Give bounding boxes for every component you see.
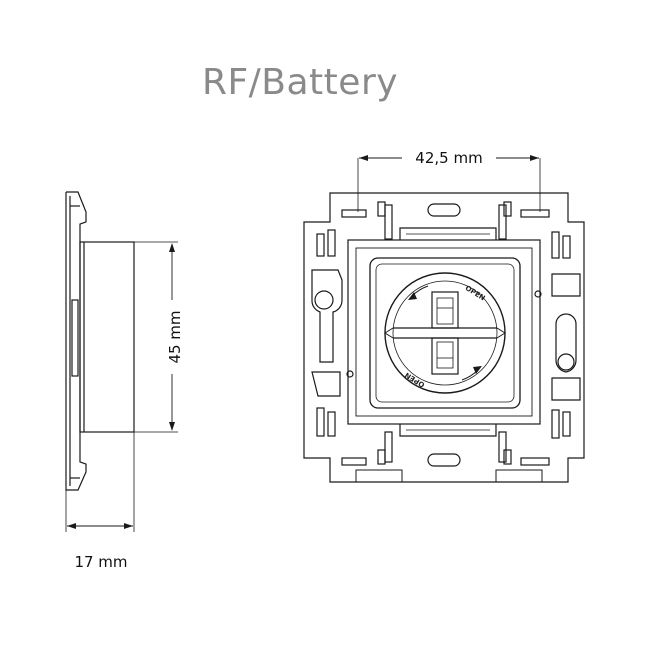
latch-top-inner [436,297,454,325]
mounting-frame-outline [303,192,585,483]
slot-top-vert-right [498,204,507,240]
latch-bottom-inner [436,341,454,369]
bottom-screw-slot [427,453,461,467]
front-view [303,155,585,483]
slot-top-vert-left [384,204,393,240]
module-face-inset [375,263,515,403]
slot-bottom-left [341,457,367,466]
latch-bottom [431,337,459,375]
dim-425-arrow-right [530,155,539,161]
hook-right-bottom [551,377,581,401]
cover-divider [393,327,497,339]
dim-17-arrow-right [124,523,133,529]
frame-bottom-notch [495,469,543,482]
dim-17-arrow-left [67,523,76,529]
side-frame-outline [65,191,87,491]
inner-plate [347,239,541,425]
cover-divider-ends [384,327,506,339]
slot-bottom-vert-left [384,431,393,463]
slot-top-left-b [377,201,386,217]
slot-bottom-vert-right [498,431,507,463]
slot-right-4 [562,411,571,437]
slot-right-3 [551,409,560,439]
dim-45-label: 45 mm [166,310,184,363]
slot-right-2 [562,235,571,259]
slot-bottom-right-b [503,449,512,465]
slot-left-3 [316,407,325,437]
slot-top-right [520,209,550,218]
dim-45-arrow-top [169,243,175,252]
slot-bottom-left-b [377,449,386,465]
keyhole-left-hole [314,290,334,310]
open-arrowhead-top [408,292,417,300]
keyhole-right-hole [557,353,575,371]
slot-left-2 [327,229,336,257]
right-pin-top [534,290,542,298]
diagram-title: RF/Battery [201,62,399,103]
inner-tab-bottom [399,424,497,437]
side-module-body [79,241,135,433]
dim-425-arrow-left [359,155,368,161]
frame-bottom-notch-left [355,469,403,482]
slot-right-1 [551,231,560,259]
slot-top-right-b [503,201,512,217]
slot-top-left [341,209,367,218]
keyhole-right [551,273,581,297]
side-view [65,191,178,532]
slot-left-1 [316,233,325,257]
top-screw-slot [427,203,461,217]
inner-plate-inset [355,247,533,417]
battery-cover [384,272,506,394]
slot-bottom-right [520,457,550,466]
left-pin-bottom [346,370,354,378]
dim-17-label: 17 mm [74,553,127,571]
keyhole-right-lower [555,313,577,373]
open-arrowhead-bottom [473,366,482,374]
inner-tab-top [399,227,497,240]
latch-top [431,291,459,329]
battery-cover-ring [392,280,498,386]
hook-left-bottom [311,371,341,397]
keyhole-left [311,269,343,363]
dim-45-arrow-bottom [169,422,175,431]
module-face [369,257,521,409]
slot-left-4 [327,411,336,437]
dim-425-label: 42,5 mm [415,149,482,167]
side-lug [71,299,79,377]
